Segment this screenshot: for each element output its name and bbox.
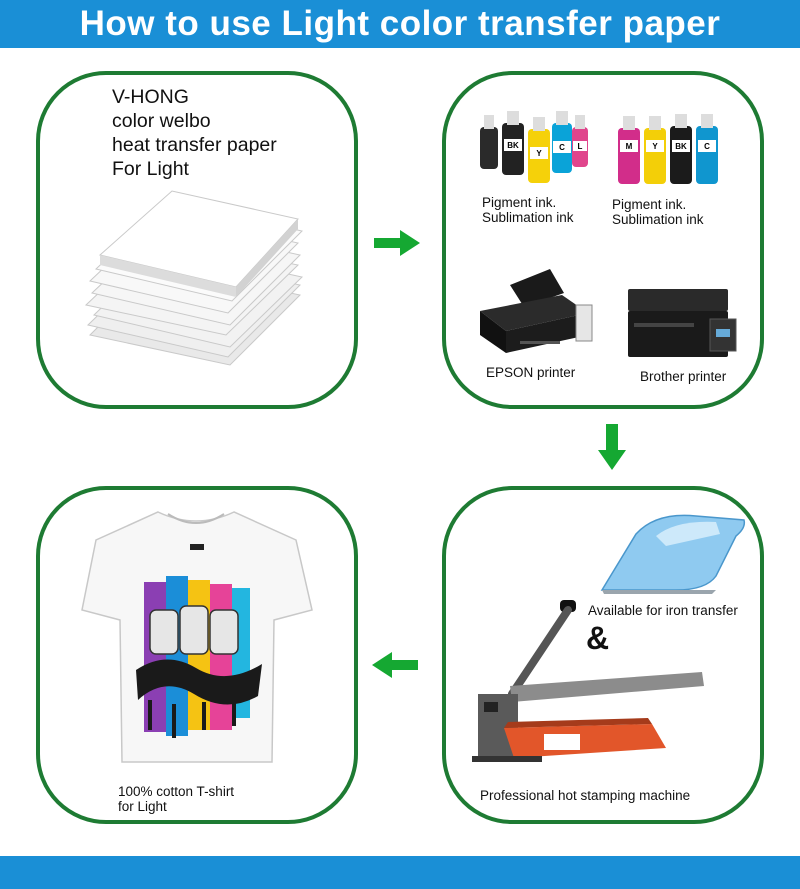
- paper-brand: V-HONG: [112, 86, 189, 108]
- brother-printer-image: [628, 289, 737, 357]
- paper-description: V-HONG color welbo heat transfer paper F…: [112, 85, 277, 181]
- paper-stack-image: [84, 190, 304, 366]
- arrow-down-icon: [598, 424, 626, 470]
- ink-label-m: M: [626, 142, 633, 151]
- page-title: How to use Light color transfer paper: [79, 4, 721, 43]
- ampersand: &: [586, 620, 610, 656]
- ink-right-label: Pigment ink. Sublimation ink: [612, 197, 704, 227]
- ink-label-y: Y: [536, 149, 542, 158]
- footer-bar: [0, 856, 800, 889]
- arrow-right-icon: [374, 230, 420, 256]
- ink-label-l: L: [578, 142, 583, 151]
- ink-label-bk: BK: [507, 141, 519, 150]
- title-banner: How to use Light color transfer paper: [0, 0, 800, 48]
- ink-label-bk2: BK: [675, 142, 687, 151]
- iron-image: [600, 514, 746, 594]
- tshirt-label: 100% cotton T-shirt for Light: [118, 784, 235, 814]
- paper-line-4: For Light: [112, 158, 189, 180]
- ink-label-c: C: [559, 143, 565, 152]
- tshirt-image: [81, 511, 313, 763]
- paper-line-2: color welbo: [112, 110, 211, 132]
- heat-press-label: Professional hot stamping machine: [480, 788, 691, 803]
- heat-press-image: [472, 600, 704, 762]
- panel-heat-press: Available for iron transfer & Profession…: [442, 486, 764, 824]
- panel-ink-printers: BK Y C L M Y BK C Pigment ink. Sublimati…: [442, 71, 764, 409]
- epson-printer-image: [480, 269, 593, 353]
- arrow-left-icon: [372, 652, 418, 678]
- ink-bottles-left-image: BK Y C L: [480, 111, 588, 183]
- ink-left-label: Pigment ink. Sublimation ink: [482, 195, 574, 225]
- iron-transfer-label: Available for iron transfer: [588, 603, 738, 618]
- ink-label-c2: C: [704, 142, 710, 151]
- ink-label-y2: Y: [652, 142, 658, 151]
- ink-bottles-right-image: M Y BK C: [618, 114, 718, 184]
- panel-transfer-paper: V-HONG color welbo heat transfer paper F…: [36, 71, 358, 409]
- panel-tshirt: 100% cotton T-shirt for Light: [36, 486, 358, 824]
- epson-printer-label: EPSON printer: [486, 365, 576, 380]
- brother-printer-label: Brother printer: [640, 369, 727, 384]
- paper-line-3: heat transfer paper: [112, 134, 277, 156]
